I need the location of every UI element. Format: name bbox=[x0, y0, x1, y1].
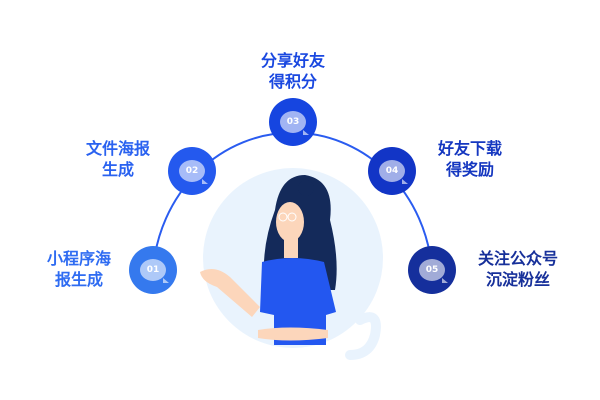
speech-bubble-icon: 01 bbox=[140, 259, 169, 283]
step-number: 05 bbox=[425, 265, 439, 275]
step-04-circle: 04 bbox=[368, 147, 416, 195]
speech-bubble-icon: 03 bbox=[280, 111, 309, 135]
step-05-label: 关注公众号沉淀粉丝 bbox=[477, 249, 558, 289]
step-number: 02 bbox=[185, 166, 199, 176]
step-number: 04 bbox=[385, 166, 399, 176]
speech-bubble-icon: 05 bbox=[419, 259, 448, 283]
step-04-label: 好友下载得奖励 bbox=[437, 139, 502, 179]
step-number: 01 bbox=[146, 265, 160, 275]
step-02-circle: 02 bbox=[168, 147, 216, 195]
step-02-label: 文件海报生成 bbox=[85, 139, 150, 179]
step-number: 03 bbox=[286, 117, 300, 127]
speech-bubble-icon: 02 bbox=[179, 160, 208, 184]
step-03-label: 分享好友得积分 bbox=[260, 51, 325, 91]
step-05-circle: 05 bbox=[408, 246, 456, 294]
step-01-circle: 01 bbox=[129, 246, 177, 294]
step-01-label: 小程序海报生成 bbox=[46, 249, 111, 289]
step-03-circle: 03 bbox=[269, 98, 317, 146]
speech-bubble-icon: 04 bbox=[379, 160, 408, 184]
woman-figure bbox=[200, 175, 337, 345]
